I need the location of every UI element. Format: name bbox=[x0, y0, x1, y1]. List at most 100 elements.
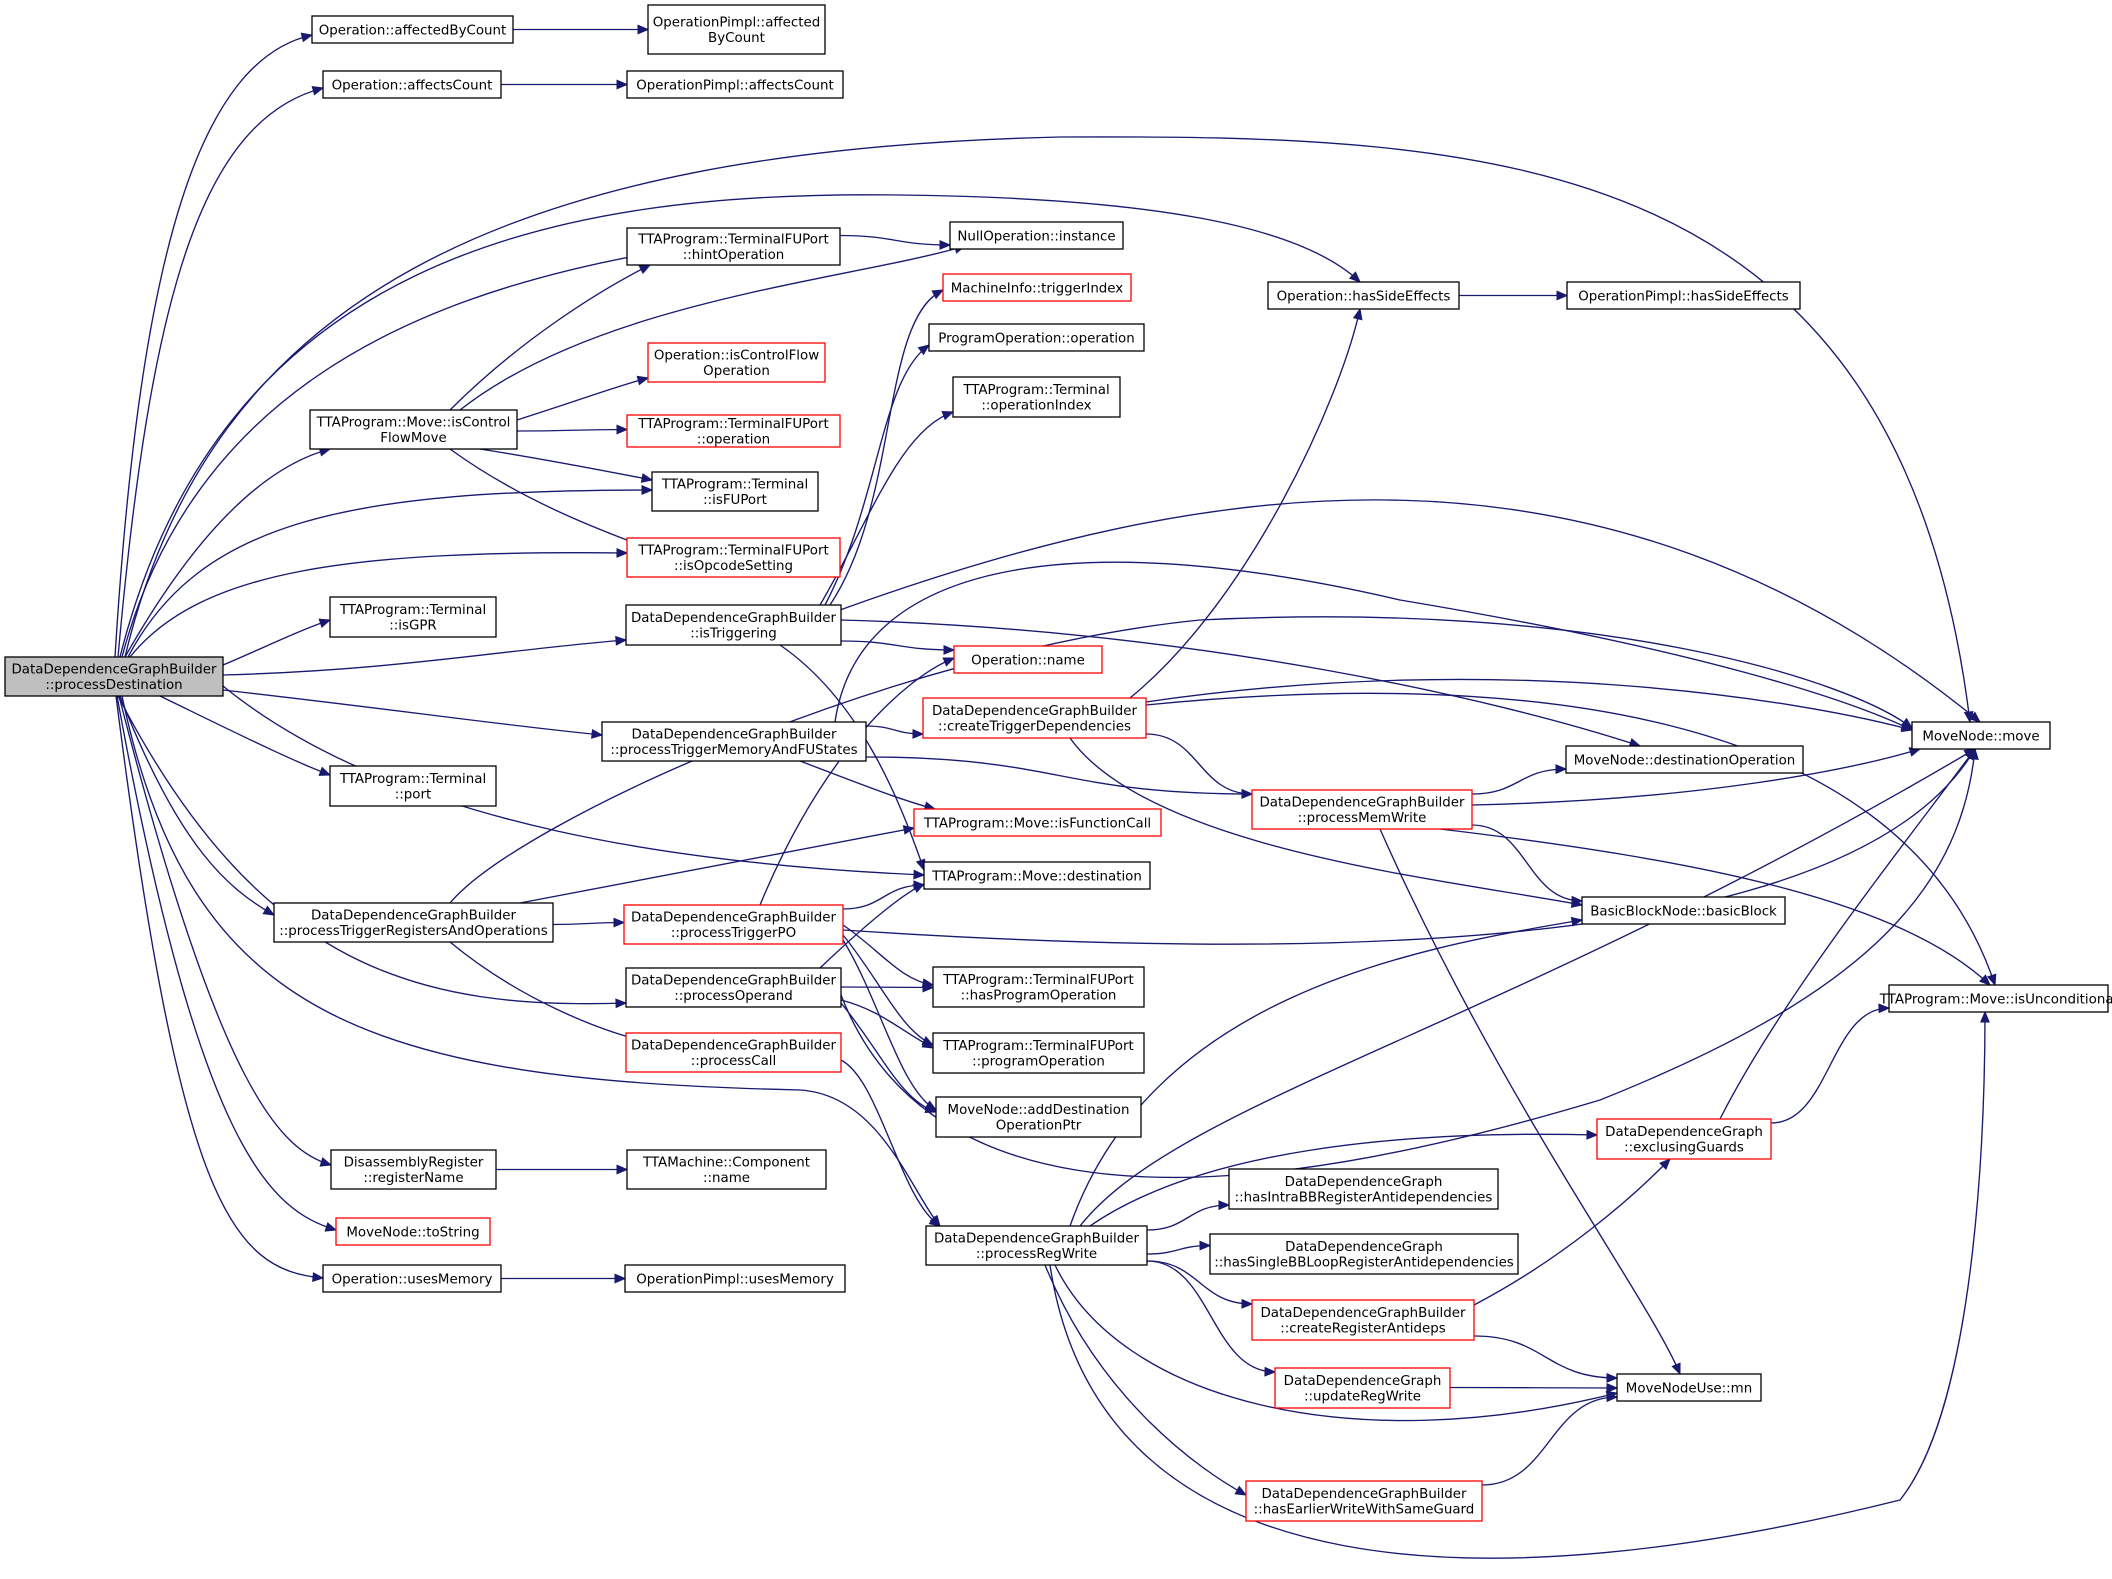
node-box[interactable] bbox=[923, 861, 1151, 890]
node-box[interactable] bbox=[309, 409, 518, 450]
node-box[interactable] bbox=[626, 227, 841, 266]
node-box[interactable] bbox=[626, 537, 841, 578]
node-box[interactable] bbox=[647, 342, 826, 383]
node-ddgbIsTriggering[interactable]: DataDependenceGraphBuilder::isTriggering bbox=[625, 604, 842, 646]
node-box[interactable] bbox=[925, 1225, 1148, 1266]
node-box[interactable] bbox=[949, 221, 1124, 250]
node-mnMove[interactable]: MoveNode::move bbox=[1911, 721, 2051, 750]
node-termPort[interactable]: TTAProgram::Terminal::port bbox=[329, 765, 497, 807]
node-nullOpInstance[interactable]: NullOperation::instance bbox=[949, 221, 1124, 250]
node-box[interactable] bbox=[322, 70, 502, 99]
node-box[interactable] bbox=[1596, 1118, 1772, 1160]
node-box[interactable] bbox=[1911, 721, 2051, 750]
node-opImplAffectedByCount[interactable]: OperationPimpl::affectedByCount bbox=[647, 4, 826, 55]
node-termIsFUPort[interactable]: TTAProgram::Terminal::isFUPort bbox=[651, 471, 819, 512]
node-tfuIsOpcodeSetting[interactable]: TTAProgram::TerminalFUPort::isOpcodeSett… bbox=[626, 537, 841, 578]
node-box[interactable] bbox=[625, 604, 842, 646]
node-root[interactable]: DataDependenceGraphBuilder::processDesti… bbox=[4, 656, 224, 697]
node-box[interactable] bbox=[624, 1264, 846, 1293]
node-box[interactable] bbox=[1888, 984, 2109, 1013]
node-opImplUsesMemory[interactable]: OperationPimpl::usesMemory bbox=[624, 1264, 846, 1293]
node-moveDestination[interactable]: TTAProgram::Move::destination bbox=[923, 861, 1151, 890]
node-box[interactable] bbox=[928, 323, 1145, 352]
node-mnToString[interactable]: MoveNode::toString bbox=[335, 1217, 491, 1246]
node-bbnBasicBlock[interactable]: BasicBlockNode::basicBlock bbox=[1581, 896, 1786, 925]
node-box[interactable] bbox=[913, 808, 1162, 837]
node-miTriggerIndex[interactable]: MachineInfo::triggerIndex bbox=[942, 273, 1132, 302]
node-box[interactable] bbox=[322, 1264, 502, 1293]
node-tfuHintOperation[interactable]: TTAProgram::TerminalFUPort::hintOperatio… bbox=[626, 227, 841, 266]
node-progOpOperation[interactable]: ProgramOperation::operation bbox=[928, 323, 1145, 352]
node-box[interactable] bbox=[942, 273, 1132, 302]
node-box[interactable] bbox=[1228, 1168, 1499, 1210]
node-opImplAffectsCount[interactable]: OperationPimpl::affectsCount bbox=[626, 70, 844, 99]
node-box[interactable] bbox=[935, 1096, 1142, 1138]
node-box[interactable] bbox=[4, 656, 224, 697]
node-termIsGPR[interactable]: TTAProgram::Terminal::isGPR bbox=[329, 596, 497, 638]
node-moveIsFunctionCall[interactable]: TTAProgram::Move::isFunctionCall bbox=[913, 808, 1162, 837]
node-ddgUpdateRegWrite[interactable]: DataDependenceGraph::updateRegWrite bbox=[1274, 1367, 1451, 1409]
node-box[interactable] bbox=[330, 1149, 497, 1190]
node-box[interactable] bbox=[932, 1032, 1145, 1074]
node-tfuHasProgramOperation[interactable]: TTAProgram::TerminalFUPort::hasProgramOp… bbox=[932, 966, 1145, 1008]
node-box[interactable] bbox=[329, 596, 497, 638]
node-box[interactable] bbox=[1581, 896, 1786, 925]
node-opImplHasSideEffects[interactable]: OperationPimpl::hasSideEffects bbox=[1566, 281, 1801, 310]
node-box[interactable] bbox=[1251, 1299, 1475, 1341]
node-box[interactable] bbox=[953, 645, 1103, 674]
node-opUsesMemory[interactable]: Operation::usesMemory bbox=[322, 1264, 502, 1293]
node-box[interactable] bbox=[932, 966, 1145, 1008]
node-ddgbHasEarlierWrite[interactable]: DataDependenceGraphBuilder::hasEarlierWr… bbox=[1245, 1480, 1483, 1522]
node-box[interactable] bbox=[647, 4, 826, 55]
node-opAffectedByCount[interactable]: Operation::affectedByCount bbox=[311, 15, 514, 44]
node-ddgbProcessCall[interactable]: DataDependenceGraphBuilder::processCall bbox=[625, 1032, 842, 1073]
node-ddgbProcessTriggerMemFU[interactable]: DataDependenceGraphBuilder::processTrigg… bbox=[601, 721, 867, 762]
node-ddgbProcessRegWrite[interactable]: DataDependenceGraphBuilder::processRegWr… bbox=[925, 1225, 1148, 1266]
node-box[interactable] bbox=[329, 765, 497, 807]
node-box[interactable] bbox=[625, 967, 842, 1008]
node-box[interactable] bbox=[626, 1149, 827, 1190]
node-box[interactable] bbox=[1267, 281, 1460, 310]
node-ddgHasSingleBBLoop[interactable]: DataDependenceGraph::hasSingleBBLoopRegi… bbox=[1209, 1233, 1519, 1275]
node-ddgbProcessOperand[interactable]: DataDependenceGraphBuilder::processOpera… bbox=[625, 967, 842, 1008]
node-box[interactable] bbox=[601, 721, 867, 762]
node-box[interactable] bbox=[952, 376, 1121, 418]
node-box[interactable] bbox=[651, 471, 819, 512]
node-mnDestinationOperation[interactable]: MoveNode::destinationOperation bbox=[1565, 745, 1804, 774]
node-box[interactable] bbox=[273, 902, 554, 943]
node-opAffectsCount[interactable]: Operation::affectsCount bbox=[322, 70, 502, 99]
node-ddgExclusingGuards[interactable]: DataDependenceGraph::exclusingGuards bbox=[1596, 1118, 1772, 1160]
node-opHasSideEffects[interactable]: Operation::hasSideEffects bbox=[1267, 281, 1460, 310]
node-box[interactable] bbox=[1251, 789, 1473, 830]
node-ddgbCreateTriggerDeps[interactable]: DataDependenceGraphBuilder::createTrigge… bbox=[922, 697, 1147, 739]
node-ddgHasIntraBB[interactable]: DataDependenceGraph::hasIntraBBRegisterA… bbox=[1228, 1168, 1499, 1210]
node-tfuProgramOperation[interactable]: TTAProgram::TerminalFUPort::programOpera… bbox=[932, 1032, 1145, 1074]
node-box[interactable] bbox=[626, 70, 844, 99]
node-moveIsUnconditional[interactable]: TTAProgram::Move::isUnconditional bbox=[1879, 984, 2112, 1013]
node-box[interactable] bbox=[1566, 281, 1801, 310]
node-mnuMn[interactable]: MoveNodeUse::mn bbox=[1616, 1373, 1762, 1402]
node-ddgbCreateRegAntideps[interactable]: DataDependenceGraphBuilder::createRegist… bbox=[1251, 1299, 1475, 1341]
node-box[interactable] bbox=[623, 904, 844, 945]
node-box[interactable] bbox=[625, 1032, 842, 1073]
node-ddgbProcessTriggerRegOps[interactable]: DataDependenceGraphBuilder::processTrigg… bbox=[273, 902, 554, 943]
node-box[interactable] bbox=[922, 697, 1147, 739]
node-ddgbProcessTriggerPO[interactable]: DataDependenceGraphBuilder::processTrigg… bbox=[623, 904, 844, 945]
node-opName[interactable]: Operation::name bbox=[953, 645, 1103, 674]
node-ddgbProcessMemWrite[interactable]: DataDependenceGraphBuilder::processMemWr… bbox=[1251, 789, 1473, 830]
node-box[interactable] bbox=[1616, 1373, 1762, 1402]
node-tmCompName[interactable]: TTAMachine::Component::name bbox=[626, 1149, 827, 1190]
node-box[interactable] bbox=[1274, 1367, 1451, 1409]
node-tfuOperation[interactable]: TTAProgram::TerminalFUPort::operation bbox=[626, 414, 841, 448]
node-box[interactable] bbox=[311, 15, 514, 44]
node-box[interactable] bbox=[1565, 745, 1804, 774]
node-box[interactable] bbox=[1245, 1480, 1483, 1522]
node-disRegRegisterName[interactable]: DisassemblyRegister::registerName bbox=[330, 1149, 497, 1190]
node-box[interactable] bbox=[626, 414, 841, 448]
node-termOperationIndex[interactable]: TTAProgram::Terminal::operationIndex bbox=[952, 376, 1121, 418]
node-box[interactable] bbox=[1209, 1233, 1519, 1275]
node-box[interactable] bbox=[335, 1217, 491, 1246]
